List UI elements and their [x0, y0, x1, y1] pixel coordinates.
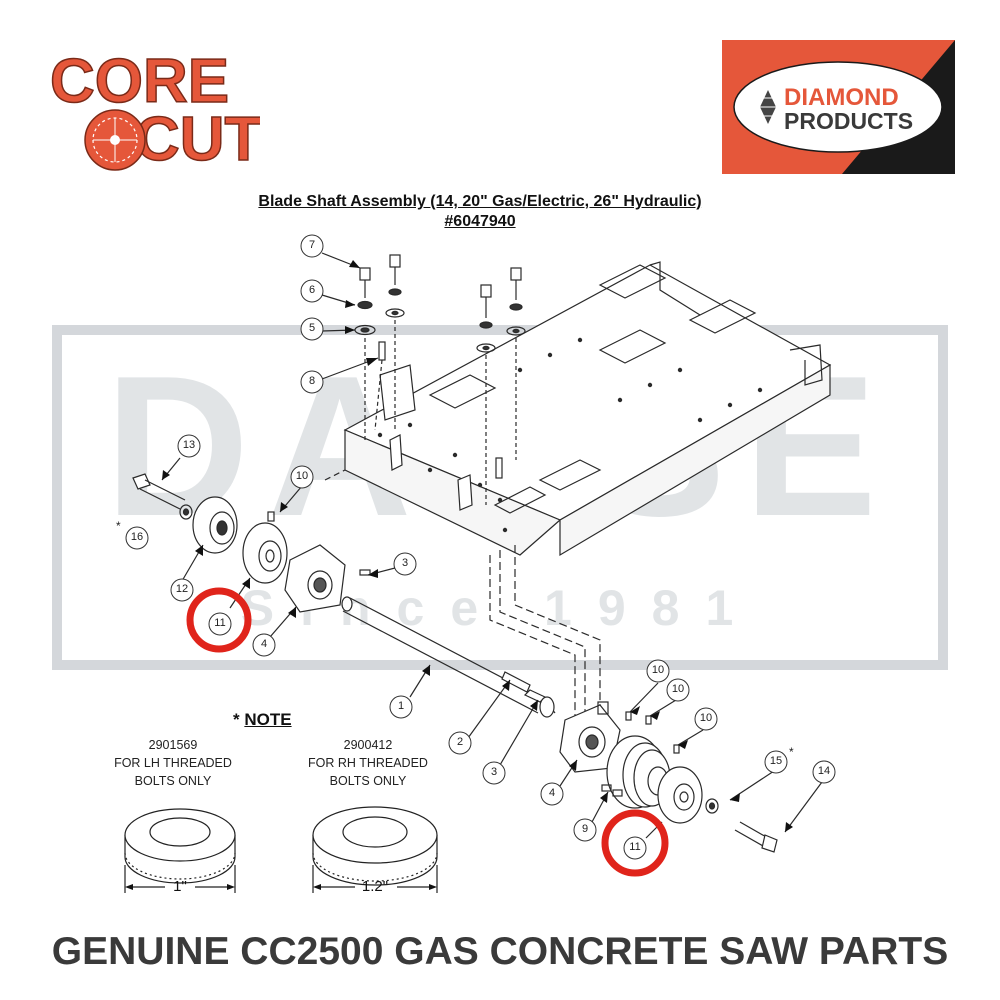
core-cut-logo-line1: CORE	[50, 47, 229, 116]
bolt-stack-left	[354, 254, 405, 440]
note-label: NOTE	[244, 710, 292, 729]
blade-shaft	[341, 596, 556, 718]
highlight-ring-right	[601, 809, 669, 877]
washer-lh-icon	[124, 808, 236, 884]
washer-illustrations	[124, 806, 438, 893]
note-star: *	[233, 710, 240, 729]
diamond-products-line2: PRODUCTS	[784, 108, 914, 134]
highlight-rings	[186, 587, 669, 877]
diagram-part-number: #6047940	[444, 213, 516, 230]
note-heading: * NOTE	[233, 710, 292, 730]
arrowheads	[162, 260, 793, 832]
footer-banner: GENUINE CC2500 GAS CONCRETE SAW PARTS	[51, 930, 949, 973]
note-left-part: 2901569	[148, 738, 198, 752]
note-left-line2: FOR LH THREADED	[114, 756, 232, 770]
right-hub-parts	[559, 701, 778, 853]
diamond-products-logo: DIAMOND PRODUCTS	[722, 40, 955, 174]
dimension-lh: 1"	[173, 878, 187, 895]
note-right-text: 2900412 FOR RH THREADED BOLTS ONLY	[293, 736, 443, 790]
washer-rh-icon	[312, 806, 438, 886]
diamond-products-line1: DIAMOND	[784, 84, 899, 111]
dimension-rh: 1.2"	[361, 878, 389, 895]
note-left-line3: BOLTS ONLY	[134, 774, 212, 788]
note-left-text: 2901569 FOR LH THREADED BOLTS ONLY	[98, 736, 248, 790]
saw-blade-icon	[84, 109, 146, 171]
diagram-title: Blade Shaft Assembly (14, 20" Gas/Electr…	[258, 193, 702, 210]
note-right-line3: BOLTS ONLY	[329, 774, 407, 788]
highlight-ring-left	[186, 587, 252, 653]
bolt-stack-right	[476, 267, 526, 505]
core-cut-logo-line2: CUT	[135, 105, 260, 174]
note-right-line2: FOR RH THREADED	[308, 756, 428, 770]
diamond-mark-icon	[760, 90, 776, 124]
callout-circles	[125, 234, 836, 860]
left-hub-parts	[132, 473, 371, 613]
core-cut-logo: CORE CUT	[49, 46, 260, 175]
note-right-part: 2900412	[343, 738, 393, 752]
frame-plate	[343, 261, 832, 557]
